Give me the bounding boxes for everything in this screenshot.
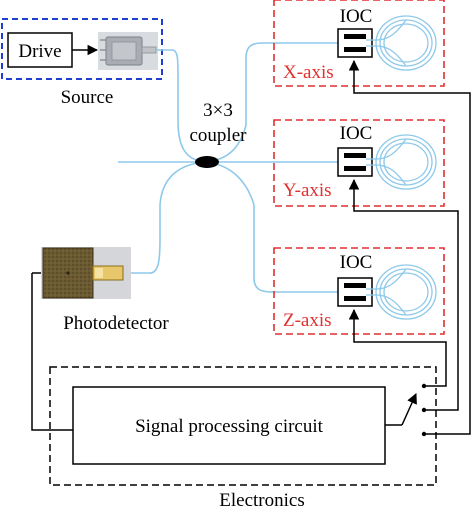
signal-processing-box bbox=[72, 386, 386, 465]
ioc-chip bbox=[337, 277, 373, 307]
photodetector-caption: Photodetector bbox=[63, 313, 169, 334]
fiber-coil-icon bbox=[366, 264, 437, 320]
switch-icon bbox=[385, 383, 427, 437]
fiber-coil-icon bbox=[366, 134, 437, 190]
ioc-chip bbox=[337, 147, 373, 177]
ioc-block-z: IOC Z-axis bbox=[273, 247, 445, 335]
signal-processing-label: Signal processing circuit bbox=[135, 416, 324, 437]
axis-label: Y-axis bbox=[283, 180, 332, 201]
drive-box bbox=[7, 32, 73, 68]
photodetector-icon bbox=[41, 247, 131, 299]
coupler-label-line2: coupler bbox=[190, 125, 248, 146]
ioc-block-y: IOC Y-axis bbox=[273, 119, 445, 207]
coupler-label-line1: 3×3 bbox=[203, 100, 233, 121]
fiber-to-z bbox=[204, 161, 338, 293]
laser-chip-icon bbox=[98, 32, 158, 70]
wire-photodetector-to-circuit bbox=[31, 272, 73, 431]
source-box bbox=[1, 18, 163, 80]
coupler-icon bbox=[195, 156, 219, 168]
axis-label: X-axis bbox=[283, 62, 334, 83]
fiber-photodetector bbox=[131, 161, 206, 274]
wire-feedback-z bbox=[348, 308, 447, 387]
drive-label: Drive bbox=[18, 41, 61, 62]
electronics-caption: Electronics bbox=[219, 490, 304, 511]
electronics-box bbox=[49, 366, 437, 486]
axis-box bbox=[273, 119, 445, 207]
ioc-title: IOC bbox=[340, 123, 373, 144]
source-group: Drive Source bbox=[1, 18, 163, 108]
fiber-coil-icon bbox=[366, 15, 437, 71]
ioc-chip bbox=[337, 28, 373, 58]
fiber-network bbox=[118, 42, 338, 293]
ioc-title: IOC bbox=[340, 6, 373, 27]
axis-box bbox=[273, 247, 445, 335]
ioc-block-x: IOC X-axis bbox=[273, 0, 445, 87]
ioc-title: IOC bbox=[340, 252, 373, 273]
feedback-wires bbox=[348, 59, 471, 435]
axis-box bbox=[273, 0, 445, 87]
wire-feedback-x bbox=[348, 59, 471, 435]
fiber-source bbox=[156, 49, 206, 163]
wire-feedback-y bbox=[348, 178, 459, 411]
axis-label: Z-axis bbox=[283, 310, 332, 331]
fiber-to-x bbox=[204, 42, 338, 163]
source-caption: Source bbox=[61, 87, 114, 108]
